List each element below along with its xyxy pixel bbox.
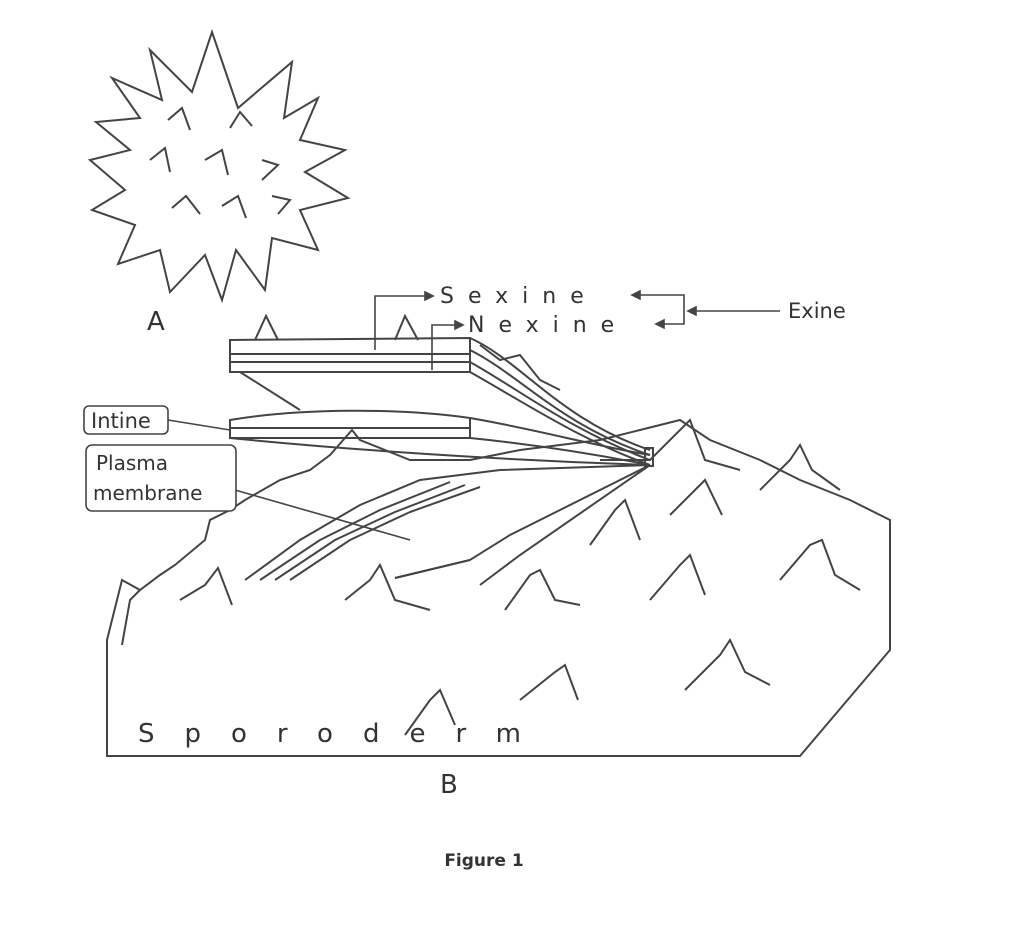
nexine-pointer (431, 324, 455, 370)
spore-inner-mark (167, 106, 191, 131)
sexine-pointer (374, 295, 425, 350)
wedge-line (229, 437, 651, 466)
wedge-line (259, 481, 451, 581)
spore-inner-mark (171, 194, 201, 215)
intine-label-box (83, 405, 169, 435)
label-b: B (440, 770, 458, 800)
label-exine: Exine (788, 299, 846, 323)
ridge (344, 562, 431, 611)
spore-inner-mark (229, 110, 253, 129)
label-sexine: Sexine (440, 284, 598, 309)
ridge (179, 565, 233, 606)
spiky-spore (87, 28, 351, 304)
ridge (504, 568, 581, 611)
slab-end (644, 447, 654, 467)
wedge-line (289, 486, 481, 581)
ridge (684, 637, 771, 691)
label-plasma-line1: Plasma (96, 451, 168, 475)
spore-inner-mark (149, 146, 171, 173)
spore-outline (87, 28, 351, 304)
spore-inner-mark (221, 194, 247, 219)
sporoderm-outline (106, 418, 891, 757)
figure-caption: Figure 1 (444, 851, 523, 871)
wedge-line (274, 484, 466, 581)
arrowhead (654, 318, 665, 330)
slab-curve (479, 344, 561, 391)
label-sporoderm: Sporoderm (138, 719, 551, 749)
arrowhead (454, 319, 465, 331)
label-nexine: Nexine (468, 313, 628, 338)
slab-curve (469, 371, 651, 466)
ridge (759, 442, 841, 491)
wedge-line (394, 559, 471, 579)
arrowhead (424, 290, 435, 302)
label-intine: Intine (91, 409, 151, 433)
plasma-pointer (234, 489, 411, 541)
ridge (589, 498, 641, 546)
slab-spike (394, 313, 419, 341)
label-a: A (147, 307, 165, 337)
spore-inner-mark (261, 159, 280, 181)
intine-pointer (167, 419, 231, 431)
ridge (779, 538, 861, 591)
ridge (600, 418, 741, 471)
exine-bracket (640, 294, 685, 325)
arrowhead (630, 289, 641, 301)
ridge (519, 663, 579, 701)
slab-spike (254, 313, 279, 341)
ridge (121, 589, 141, 646)
spore-inner-mark (271, 195, 292, 215)
wedge-line (244, 464, 651, 581)
wall-layers (229, 313, 654, 467)
label-plasma-line2: membrane (93, 481, 202, 505)
slab-curve (469, 337, 651, 451)
intine-slab (229, 409, 471, 439)
wedge-line (394, 464, 651, 579)
wedge-line (479, 464, 651, 586)
sporoderm-block (106, 418, 891, 757)
slab-curve (469, 361, 651, 461)
spore-inner-mark (204, 148, 229, 176)
slab-curve (469, 349, 651, 456)
ridge (669, 478, 723, 516)
slab-curve (469, 437, 651, 466)
ridge (649, 553, 706, 601)
plasma-label-box (85, 444, 237, 512)
slab-curve (469, 417, 651, 456)
ridge (404, 688, 456, 736)
arrowhead (686, 305, 697, 317)
pointers (167, 289, 780, 541)
slab-edge (239, 371, 301, 411)
